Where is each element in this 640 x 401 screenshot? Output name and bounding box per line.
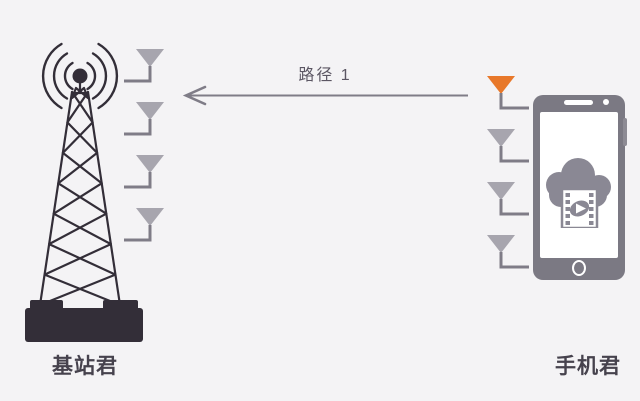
antenna-icon <box>487 235 529 269</box>
phone-camera <box>603 99 609 105</box>
smartphone <box>533 95 627 280</box>
antenna-icon <box>124 208 164 242</box>
phone-antennas <box>483 74 530 271</box>
antenna-icon <box>487 129 529 163</box>
antenna-icon <box>124 49 164 83</box>
path-arrow <box>182 85 468 106</box>
phone-home-button <box>572 260 586 276</box>
tower-base <box>25 308 143 342</box>
phone-speaker <box>564 100 593 105</box>
antenna-icon <box>124 155 164 189</box>
phone-label: 手机君 <box>555 355 621 378</box>
antenna-icon <box>124 102 164 136</box>
phone-side-button <box>623 118 627 146</box>
antenna-icon <box>487 182 529 216</box>
base-station-label: 基站君 <box>52 355 118 378</box>
antenna-icon <box>487 76 529 110</box>
radio-waves-icon <box>41 42 119 110</box>
cell-tower-icon <box>25 42 143 342</box>
tower-beacon <box>72 68 88 84</box>
path-label: 路径 1 <box>298 67 352 84</box>
phone-screen <box>540 112 618 258</box>
cloud-video-icon <box>546 158 611 228</box>
base-station-antennas <box>122 47 169 244</box>
